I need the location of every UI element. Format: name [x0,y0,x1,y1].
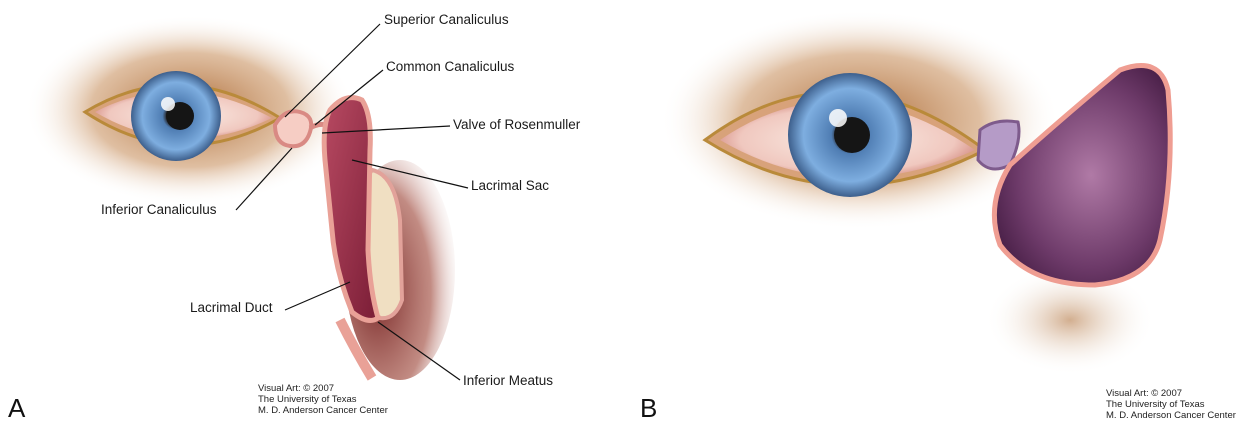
credit-a-line-1: Visual Art: © 2007 [258,383,388,394]
label-common-canaliculus: Common Canaliculus [386,59,514,74]
credit-b-line-3: M. D. Anderson Cancer Center [1106,410,1236,421]
credit-b-line-2: The University of Texas [1106,399,1236,410]
label-lacrimal-sac: Lacrimal Sac [471,178,549,193]
eye-highlight-b [829,109,847,127]
eye-highlight [161,97,175,111]
credit-b-line-1: Visual Art: © 2007 [1106,388,1236,399]
label-lacrimal-duct: Lacrimal Duct [190,300,273,315]
label-superior-canaliculus: Superior Canaliculus [384,12,509,27]
panel-b-illustration [660,10,1170,375]
label-valve-of-rosenmuller: Valve of Rosenmuller [453,117,580,132]
credit-a: Visual Art: © 2007 The University of Tex… [258,383,388,416]
credit-a-line-3: M. D. Anderson Cancer Center [258,405,388,416]
canaliculi [275,111,311,146]
label-inferior-canaliculus: Inferior Canaliculus [101,202,217,217]
label-inferior-meatus: Inferior Meatus [463,373,553,388]
panel-label-b: B [640,393,657,424]
leader-lacrimal-duct [285,282,350,310]
panel-label-a: A [8,393,25,424]
credit-a-line-2: The University of Texas [258,394,388,405]
credit-b: Visual Art: © 2007 The University of Tex… [1106,388,1236,421]
